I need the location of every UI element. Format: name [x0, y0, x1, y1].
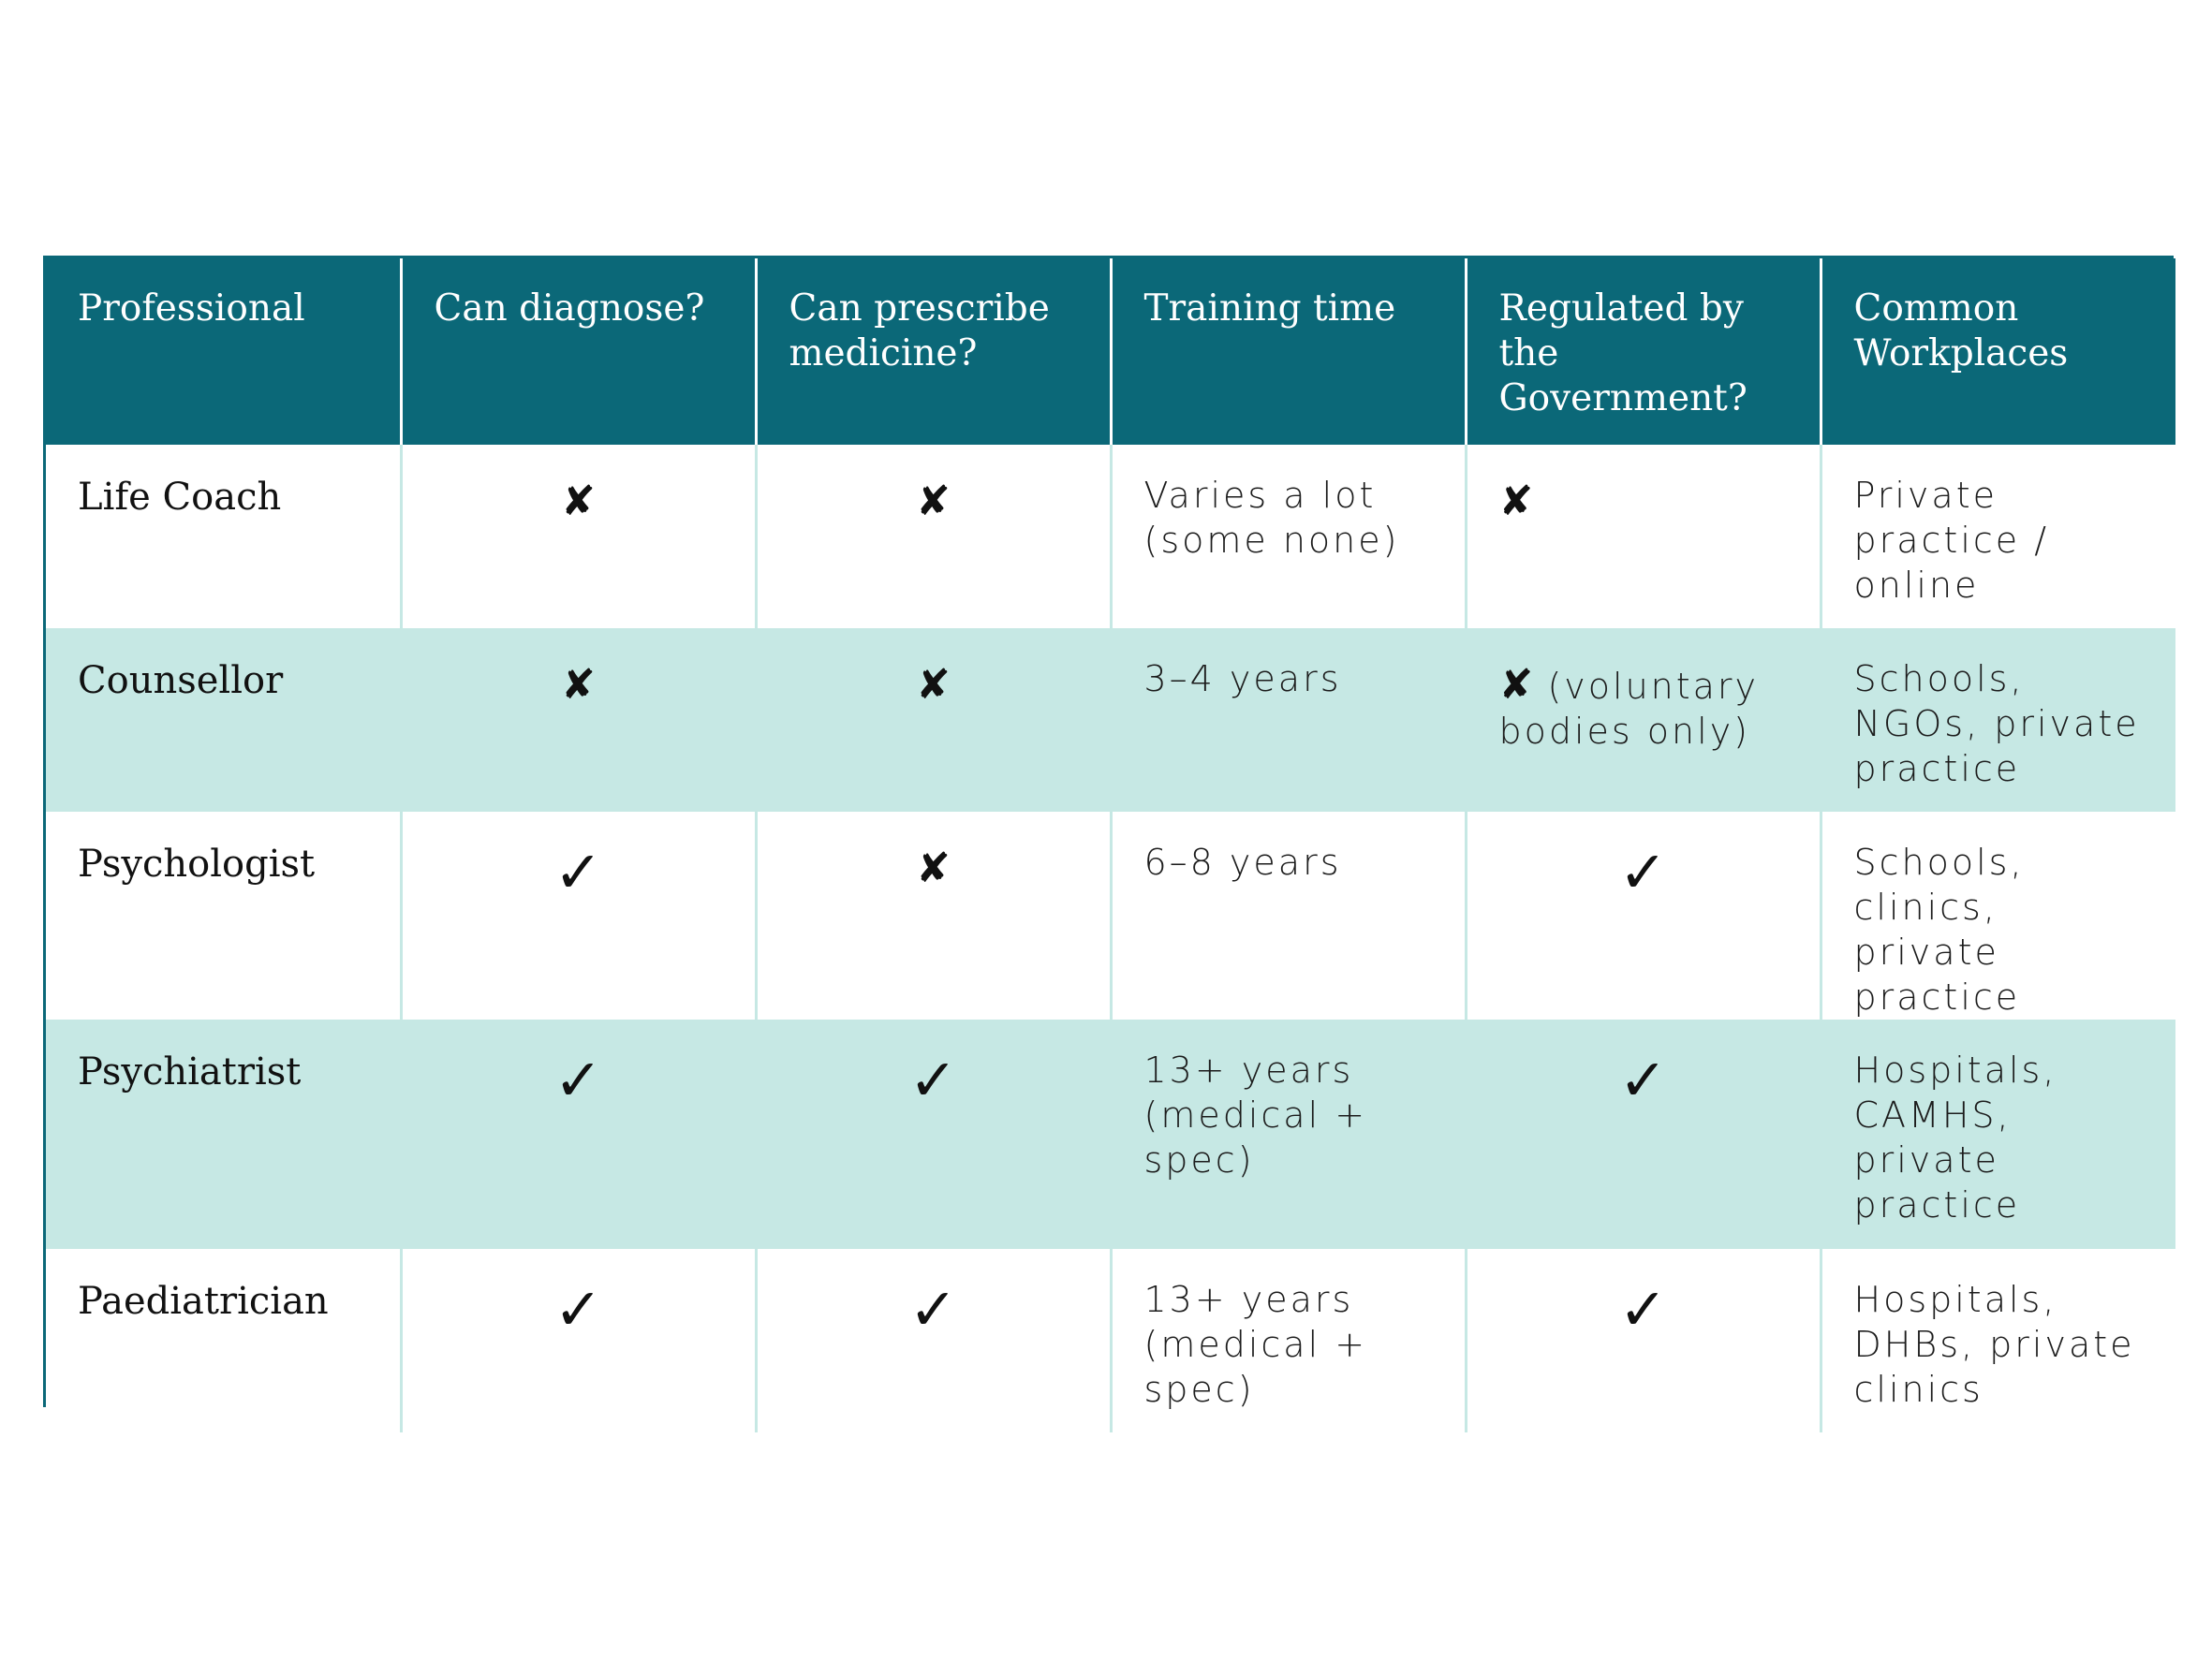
table-row: Life Coach ✘ ✘ Varies a lot (some none) …: [46, 445, 2175, 628]
check-icon: ✓: [553, 1275, 603, 1343]
cross-icon: ✘: [561, 661, 596, 709]
check-icon: ✓: [553, 1046, 603, 1114]
professional-name: Psychiatrist: [46, 1020, 401, 1249]
training-time: 13+ years (medical + spec): [1109, 1020, 1466, 1249]
check-icon: ✓: [1618, 1046, 1668, 1114]
can-diagnose-cell: ✓: [399, 812, 756, 1020]
header-can-prescribe: Can prescribe medicine?: [754, 258, 1111, 445]
training-time: 13+ years (medical + spec): [1109, 1249, 1466, 1432]
regulated-cell: ✓: [1464, 812, 1821, 1020]
header-workplaces: Common Workplaces: [1819, 258, 2175, 445]
professionals-table: Professional Can diagnose? Can prescribe…: [46, 258, 2175, 1432]
check-icon: ✓: [1618, 838, 1668, 906]
training-time: Varies a lot (some none): [1109, 445, 1466, 628]
check-icon: ✓: [553, 838, 603, 906]
table-row: Psychiatrist ✓ ✓ 13+ years (medical + sp…: [46, 1020, 2175, 1249]
professional-name: Paediatrician: [46, 1249, 401, 1432]
table-row: Counsellor ✘ ✘ 3–4 years ✘ (voluntary bo…: [46, 628, 2175, 812]
regulated-cell: ✘ (voluntary bodies only): [1464, 628, 1821, 812]
can-prescribe-cell: ✘: [754, 812, 1111, 1020]
professional-name: Life Coach: [46, 445, 401, 628]
professional-name: Counsellor: [46, 628, 401, 812]
can-diagnose-cell: ✘: [399, 628, 756, 812]
comparison-table: Professional Can diagnose? Can prescribe…: [43, 256, 2175, 1432]
cross-icon: ✘: [916, 477, 951, 525]
header-row: Professional Can diagnose? Can prescribe…: [46, 258, 2175, 445]
cross-icon: ✘: [561, 477, 596, 525]
regulated-note: (voluntary bodies only): [1498, 666, 1760, 752]
regulated-cell: ✓: [1464, 1020, 1821, 1249]
workplaces: Private practice / online: [1819, 445, 2175, 628]
table-row: Psychologist ✓ ✘ 6–8 years ✓ Schools, cl…: [46, 812, 2175, 1020]
cross-icon: ✘: [1498, 661, 1534, 709]
can-prescribe-cell: ✘: [754, 445, 1111, 628]
workplaces: Schools, NGOs, private practice: [1819, 628, 2175, 812]
regulated-cell: ✓: [1464, 1249, 1821, 1432]
check-icon: ✓: [1618, 1275, 1668, 1343]
header-training-time: Training time: [1109, 258, 1466, 445]
training-time: 3–4 years: [1109, 628, 1466, 812]
can-diagnose-cell: ✘: [399, 445, 756, 628]
cross-icon: ✘: [916, 844, 951, 892]
training-time: 6–8 years: [1109, 812, 1466, 1020]
can-diagnose-cell: ✓: [399, 1020, 756, 1249]
professional-name: Psychologist: [46, 812, 401, 1020]
header-regulated: Regulated by the Government?: [1464, 258, 1821, 445]
workplaces: Schools, clinics, private practice: [1819, 812, 2175, 1020]
can-prescribe-cell: ✘: [754, 628, 1111, 812]
check-icon: ✓: [908, 1275, 958, 1343]
table-row: Paediatrician ✓ ✓ 13+ years (medical + s…: [46, 1249, 2175, 1432]
regulated-cell: ✘: [1464, 445, 1821, 628]
can-prescribe-cell: ✓: [754, 1020, 1111, 1249]
header-can-diagnose: Can diagnose?: [399, 258, 756, 445]
header-professional: Professional: [46, 258, 401, 445]
can-prescribe-cell: ✓: [754, 1249, 1111, 1432]
can-diagnose-cell: ✓: [399, 1249, 756, 1432]
workplaces: Hospitals, CAMHS, private practice: [1819, 1020, 2175, 1249]
workplaces: Hospitals, DHBs, private clinics: [1819, 1249, 2175, 1432]
cross-icon: ✘: [1498, 477, 1534, 525]
cross-icon: ✘: [916, 661, 951, 709]
check-icon: ✓: [908, 1046, 958, 1114]
